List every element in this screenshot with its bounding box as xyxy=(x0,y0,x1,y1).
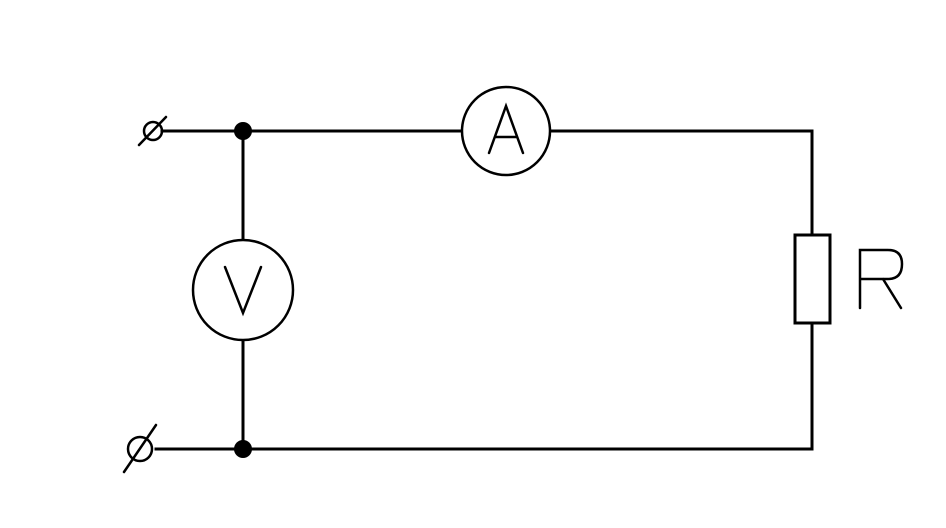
voltmeter-circle xyxy=(191,238,295,342)
voltmeter-glyph xyxy=(223,265,263,317)
ammeter-circle xyxy=(460,85,552,177)
bottom-terminal xyxy=(122,423,158,474)
top-junction xyxy=(234,122,252,140)
top-terminal xyxy=(137,115,168,147)
ammeter-glyph xyxy=(487,102,525,155)
resistor-body xyxy=(793,233,832,325)
resistor: R xyxy=(793,233,904,325)
ammeter: A xyxy=(460,85,552,177)
bottom-junction xyxy=(234,440,252,458)
resistor-glyph xyxy=(858,248,904,310)
voltmeter: V xyxy=(191,238,295,342)
